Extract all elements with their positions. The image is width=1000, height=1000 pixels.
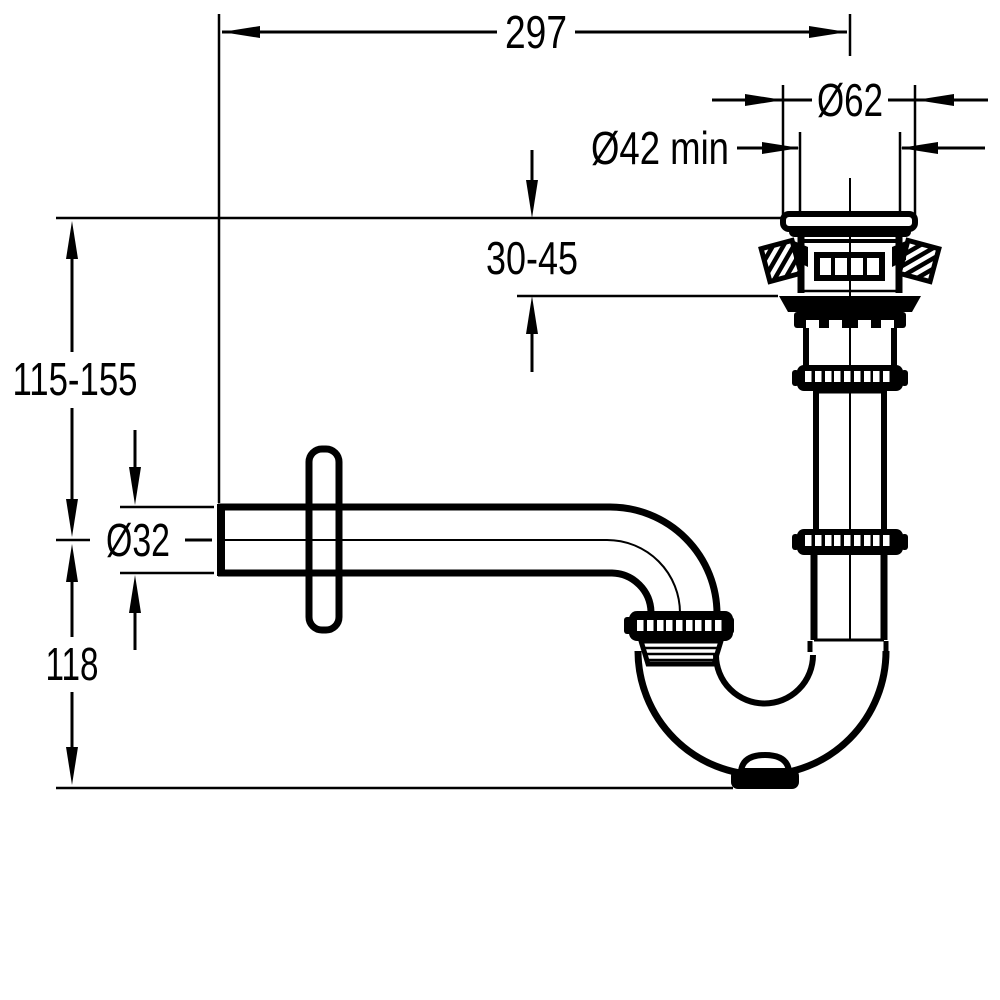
tailpipe: [813, 391, 887, 531]
dim-label-outlet-height: 118: [46, 638, 99, 690]
arrow-up-icon: [526, 296, 538, 334]
knurl-slots: [637, 620, 722, 631]
arrow-right-icon: [762, 142, 800, 154]
dimension-flange-dia: Ø62: [712, 74, 988, 215]
waste-flange-top: [780, 211, 918, 232]
u-inner-edge: [713, 654, 816, 707]
arrow-left-icon: [222, 26, 260, 38]
arrow-up-icon: [66, 544, 78, 582]
arrow-left-icon: [900, 142, 938, 154]
drain-body-lower: [803, 328, 897, 366]
waste-flange-lip: [789, 227, 911, 237]
arrow-up-icon: [66, 221, 78, 259]
arrow-down-icon: [66, 747, 78, 785]
arrow-down-icon: [66, 499, 78, 537]
drain-assembly: [758, 178, 942, 652]
dim-label-hole-dia: Ø42 min: [591, 122, 729, 174]
gasket-left: [794, 241, 808, 267]
overflow-slots: [814, 252, 885, 281]
dimension-inlet-height: 115-155: [13, 221, 138, 542]
pipe-bottom-edge: [218, 569, 655, 613]
gasket-right: [892, 241, 906, 267]
tailpipe-nut-lower: [792, 529, 908, 555]
cleanout-plug-dome: [737, 751, 793, 774]
dimension-outlet-height: 118: [46, 544, 733, 790]
dim-label-pipe-dia: Ø32: [106, 514, 170, 566]
arrow-down-icon: [129, 467, 141, 505]
arrow-down-icon: [526, 180, 538, 218]
backing-flange: [779, 296, 921, 312]
dimension-pipe-dia: Ø32: [106, 430, 214, 650]
waste-pipe: [217, 503, 721, 615]
dimension-overall-width: 297: [217, 6, 852, 503]
p-trap-u-bend: [634, 650, 890, 789]
dimension-hole-dia: Ø42 min: [591, 122, 985, 215]
arrow-left-icon: [916, 94, 954, 106]
trap-riser: [810, 555, 888, 640]
arrow-right-icon: [809, 26, 847, 38]
arrow-right-icon: [745, 94, 783, 106]
tailpipe-nut-upper: [792, 365, 908, 391]
dim-label-inlet-height: 115-155: [13, 353, 138, 405]
pipe-top-edge: [218, 503, 721, 615]
pipe-centerline: [222, 539, 681, 614]
dim-label-clamp-range: 30-45: [486, 232, 578, 284]
dimension-clamp-range: 30-45: [56, 150, 784, 372]
castellated-ring: [794, 312, 906, 328]
arrow-up-icon: [129, 575, 141, 613]
dim-label-flange-dia: Ø62: [817, 74, 883, 126]
dim-label-overall-width: 297: [505, 6, 567, 58]
